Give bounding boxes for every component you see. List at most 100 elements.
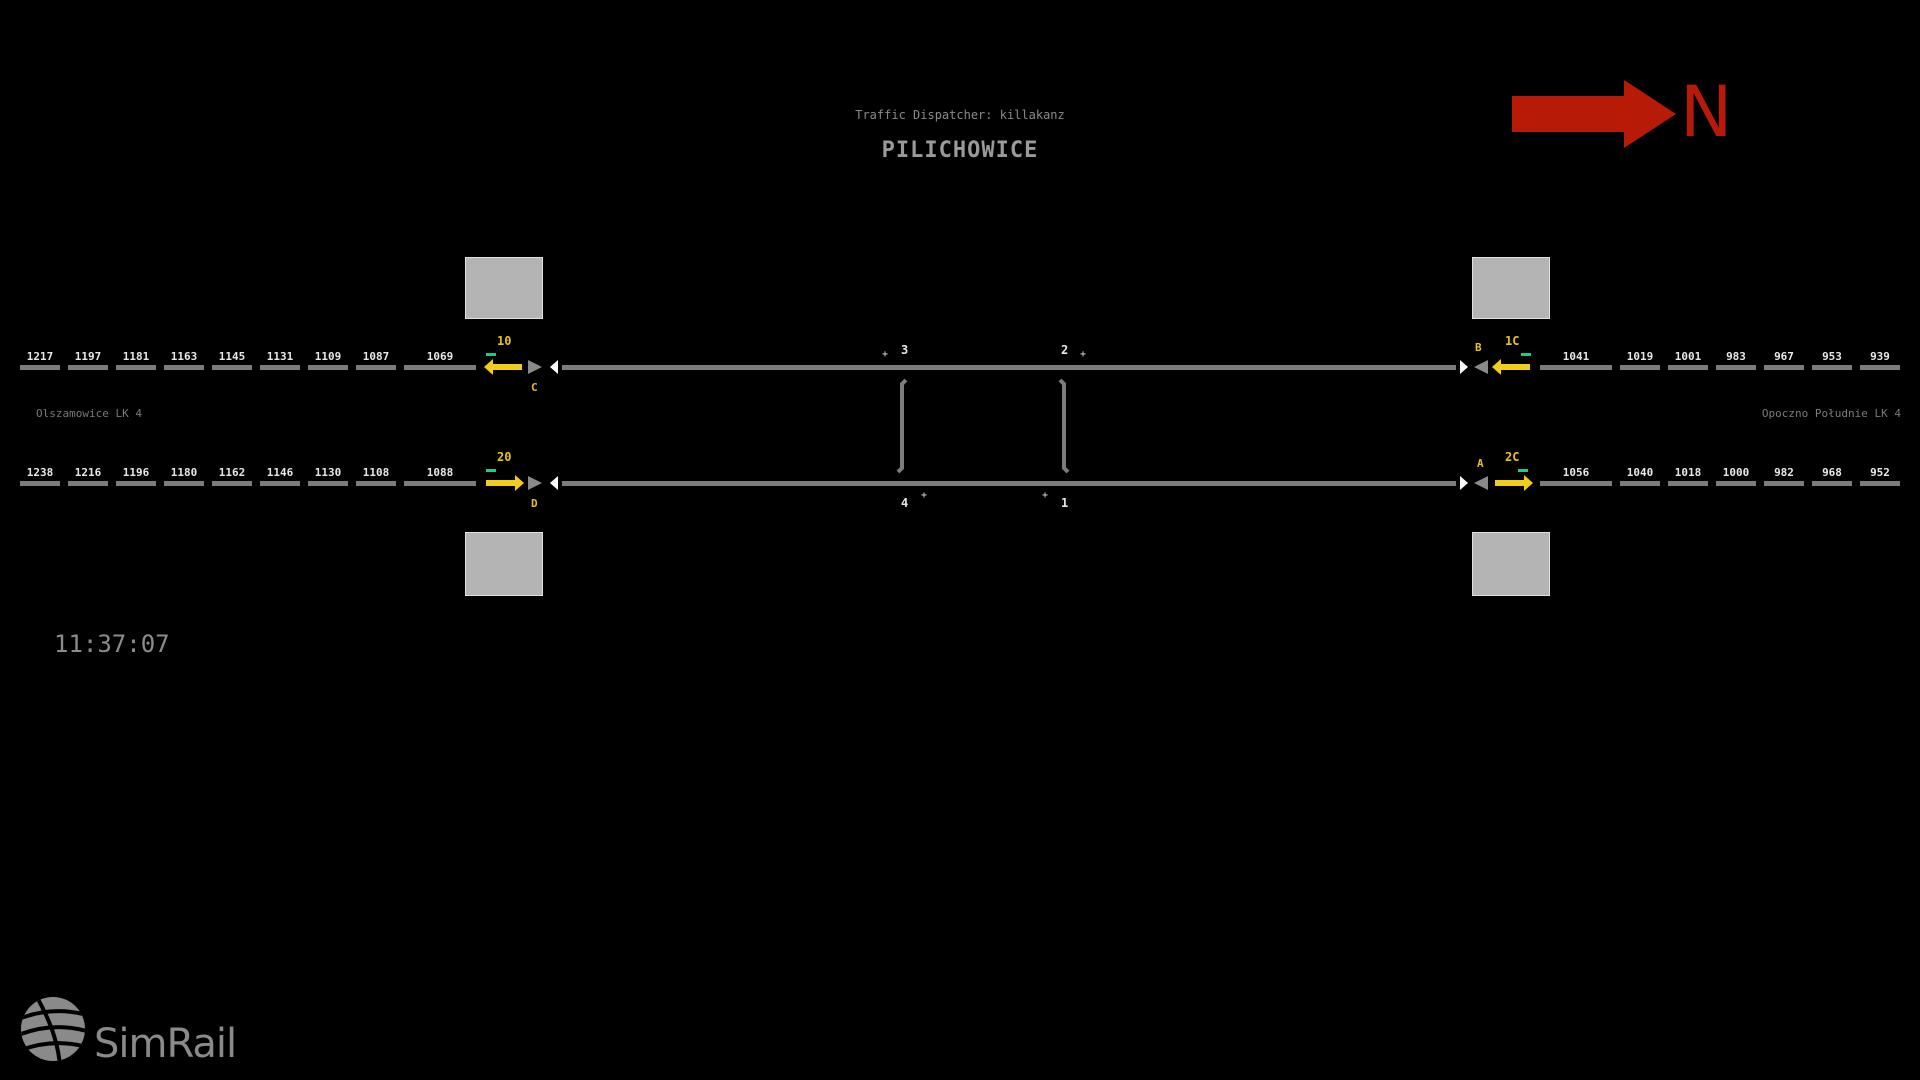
track-segment[interactable]: [260, 365, 300, 370]
crossover-left[interactable]: [896, 378, 914, 474]
station-track-lower[interactable]: [562, 481, 1456, 486]
signal-d-triangle-icon[interactable]: [548, 475, 560, 491]
track-segment[interactable]: [212, 481, 252, 486]
compass-label: N: [1680, 71, 1733, 153]
signal-shunt-triangle-icon[interactable]: [1472, 475, 1490, 491]
track-segment[interactable]: [260, 481, 300, 486]
track-segment[interactable]: [116, 365, 156, 370]
track-segment[interactable]: [1764, 365, 1804, 370]
segment-number: 1087: [362, 350, 390, 363]
signal-2c-arrow-right-icon[interactable]: [1495, 474, 1535, 492]
signal-shunt-triangle-icon[interactable]: [526, 475, 544, 491]
signal-20-arrow-right-icon[interactable]: [486, 474, 526, 492]
clock: 11:37:07: [54, 630, 170, 658]
track-segment[interactable]: [404, 481, 476, 486]
point-plus-marker: +: [921, 490, 928, 501]
signal-b-label: B: [1475, 341, 1482, 354]
track-segment[interactable]: [1668, 365, 1708, 370]
track-segment[interactable]: [1620, 481, 1660, 486]
station-track-upper[interactable]: [562, 365, 1456, 370]
track-segment[interactable]: [68, 481, 108, 486]
segment-number: 1146: [266, 466, 294, 479]
point-plus-marker: +: [1042, 490, 1049, 501]
signal-b-triangle-icon[interactable]: [1458, 359, 1470, 375]
signal-10-label: 10: [497, 334, 512, 348]
segment-number: 1108: [362, 466, 390, 479]
segment-number: 1130: [314, 466, 342, 479]
segment-number: 953: [1822, 350, 1842, 363]
track-segment[interactable]: [1668, 481, 1708, 486]
simrail-logo-text: SimRail: [94, 1021, 237, 1067]
track-segment[interactable]: [1716, 481, 1756, 486]
segment-number: 952: [1870, 466, 1890, 479]
segment-number: 983: [1726, 350, 1746, 363]
signal-2c-label: 2C: [1505, 450, 1520, 464]
segment-number: 1131: [266, 350, 294, 363]
signal-a-triangle-icon[interactable]: [1458, 475, 1470, 491]
track-segment[interactable]: [1716, 365, 1756, 370]
segment-number: 1180: [170, 466, 198, 479]
block-indicator-upper-left[interactable]: [465, 257, 543, 319]
segment-number: 1238: [26, 466, 54, 479]
simrail-logo-icon: [21, 997, 85, 1061]
signal-shunt-triangle-icon[interactable]: [526, 359, 544, 375]
track-segment[interactable]: [1620, 365, 1660, 370]
segment-number: 1040: [1626, 466, 1654, 479]
signal-shunt-triangle-icon[interactable]: [1472, 359, 1490, 375]
signal-1c-arrow-left-icon[interactable]: [1492, 358, 1532, 376]
track-segment[interactable]: [404, 365, 476, 370]
segment-number: 1001: [1674, 350, 1702, 363]
segment-number: 1018: [1674, 466, 1702, 479]
track-segment[interactable]: [20, 481, 60, 486]
signal-20-indicator: [486, 469, 496, 472]
block-indicator-lower-right[interactable]: [1472, 532, 1550, 596]
segment-number: 939: [1870, 350, 1890, 363]
direction-right-label: Opoczno Południe LK 4: [1761, 407, 1901, 420]
track-segment[interactable]: [164, 481, 204, 486]
block-indicator-lower-left[interactable]: [465, 532, 543, 596]
track-segment[interactable]: [1540, 481, 1612, 486]
track-segment[interactable]: [20, 365, 60, 370]
segment-number: 1041: [1562, 350, 1590, 363]
signal-c-triangle-icon[interactable]: [548, 359, 560, 375]
segment-number: 1069: [426, 350, 454, 363]
segment-number: 1216: [74, 466, 102, 479]
point-number-3: 3: [901, 343, 909, 357]
point-number-4: 4: [901, 496, 909, 510]
track-segment[interactable]: [1860, 365, 1900, 370]
point-number-2: 2: [1061, 343, 1069, 357]
track-segment[interactable]: [1540, 365, 1612, 370]
track-segment[interactable]: [68, 365, 108, 370]
track-segment[interactable]: [308, 365, 348, 370]
track-segment[interactable]: [116, 481, 156, 486]
segment-number: 1056: [1562, 466, 1590, 479]
signal-a-label: A: [1477, 457, 1484, 470]
track-segment[interactable]: [1764, 481, 1804, 486]
segment-number: 1000: [1722, 466, 1750, 479]
track-segment[interactable]: [1812, 365, 1852, 370]
segment-number: 982: [1774, 466, 1794, 479]
signal-10-indicator: [486, 353, 496, 356]
segment-number: 1162: [218, 466, 246, 479]
point-plus-marker: +: [1080, 349, 1087, 360]
track-segment[interactable]: [356, 481, 396, 486]
segment-number: 1197: [74, 350, 102, 363]
signal-20-label: 20: [497, 450, 512, 464]
crossover-right[interactable]: [1056, 378, 1074, 474]
track-segment[interactable]: [308, 481, 348, 486]
point-number-1: 1: [1061, 496, 1069, 510]
block-indicator-upper-right[interactable]: [1472, 257, 1550, 319]
segment-number: 1019: [1626, 350, 1654, 363]
segment-number: 968: [1822, 466, 1842, 479]
segment-number: 1145: [218, 350, 246, 363]
segment-number: 1088: [426, 466, 454, 479]
track-segment[interactable]: [1812, 481, 1852, 486]
point-plus-marker: +: [882, 349, 889, 360]
track-segment[interactable]: [1860, 481, 1900, 486]
track-segment[interactable]: [164, 365, 204, 370]
station-title: PILICHOWICE: [881, 138, 1039, 163]
track-segment[interactable]: [212, 365, 252, 370]
signal-10-arrow-left-icon[interactable]: [484, 358, 524, 376]
track-segment[interactable]: [356, 365, 396, 370]
